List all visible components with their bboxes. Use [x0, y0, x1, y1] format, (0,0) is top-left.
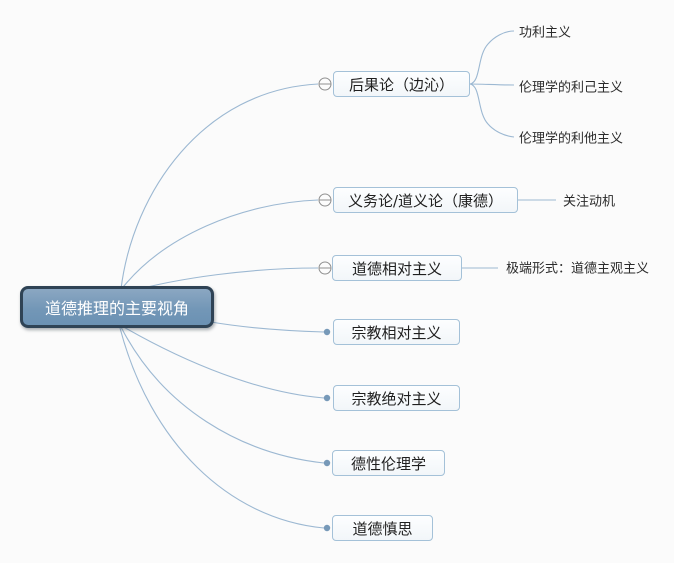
leaf-node-focus-on-motive[interactable]: 关注动机: [563, 194, 616, 210]
leaf-node-ethical-egoism[interactable]: 伦理学的利己主义: [519, 80, 624, 96]
branch-node-label: 宗教相对主义: [351, 323, 442, 342]
collapse-toggle-branch-1[interactable]: [318, 77, 332, 91]
branch-node-moral-relativism[interactable]: 道德相对主义: [332, 255, 462, 281]
connector-dot-branch-4: [323, 328, 331, 336]
branch-node-label: 义务论/道义论（康德）: [347, 191, 504, 210]
connector-dot-branch-6: [323, 459, 331, 467]
branch-node-consequentialism[interactable]: 后果论（边沁）: [333, 71, 470, 97]
connector-dot-branch-7: [323, 524, 331, 532]
connector-dot-branch-5: [323, 394, 331, 402]
branch-node-label: 后果论（边沁）: [348, 75, 454, 94]
leaf-node-ethical-altruism[interactable]: 伦理学的利他主义: [519, 131, 624, 147]
branch-node-religious-relativism[interactable]: 宗教相对主义: [333, 319, 460, 345]
root-node-label: 道德推理的主要视角: [44, 299, 189, 318]
root-node[interactable]: 道德推理的主要视角: [20, 286, 214, 328]
leaf-node-moral-subjectivism[interactable]: 极端形式：道德主观主义: [506, 261, 650, 277]
branch-node-label: 宗教绝对主义: [351, 389, 442, 408]
collapse-toggle-branch-2[interactable]: [318, 193, 332, 207]
edge-root-to-branch-1: [120, 83, 319, 290]
edge-root-to-branch-5: [121, 325, 325, 399]
branch-node-virtue-ethics[interactable]: 德性伦理学: [332, 450, 445, 476]
edge-root-to-branch-2: [119, 199, 319, 292]
edge-root-to-branch-4: [210, 321, 325, 333]
branch-node-religious-absolutism[interactable]: 宗教绝对主义: [333, 385, 460, 411]
edge-branch-1-to-leaf-1: [469, 30, 515, 85]
branch-node-moral-deliberation[interactable]: 道德慎思: [332, 515, 433, 541]
edge-branch-1-to-leaf-3: [469, 83, 515, 138]
edge-root-to-branch-6: [120, 326, 325, 464]
edge-root-to-branch-7: [119, 327, 325, 529]
branch-node-deontology[interactable]: 义务论/道义论（康德）: [333, 187, 518, 213]
collapse-toggle-branch-3[interactable]: [318, 261, 332, 275]
leaf-node-utilitarianism[interactable]: 功利主义: [519, 25, 572, 41]
branch-node-label: 道德相对主义: [351, 259, 442, 278]
branch-node-label: 道德慎思: [352, 519, 413, 538]
edge-branch-1-to-leaf-2: [469, 83, 515, 86]
branch-node-label: 德性伦理学: [350, 454, 426, 473]
